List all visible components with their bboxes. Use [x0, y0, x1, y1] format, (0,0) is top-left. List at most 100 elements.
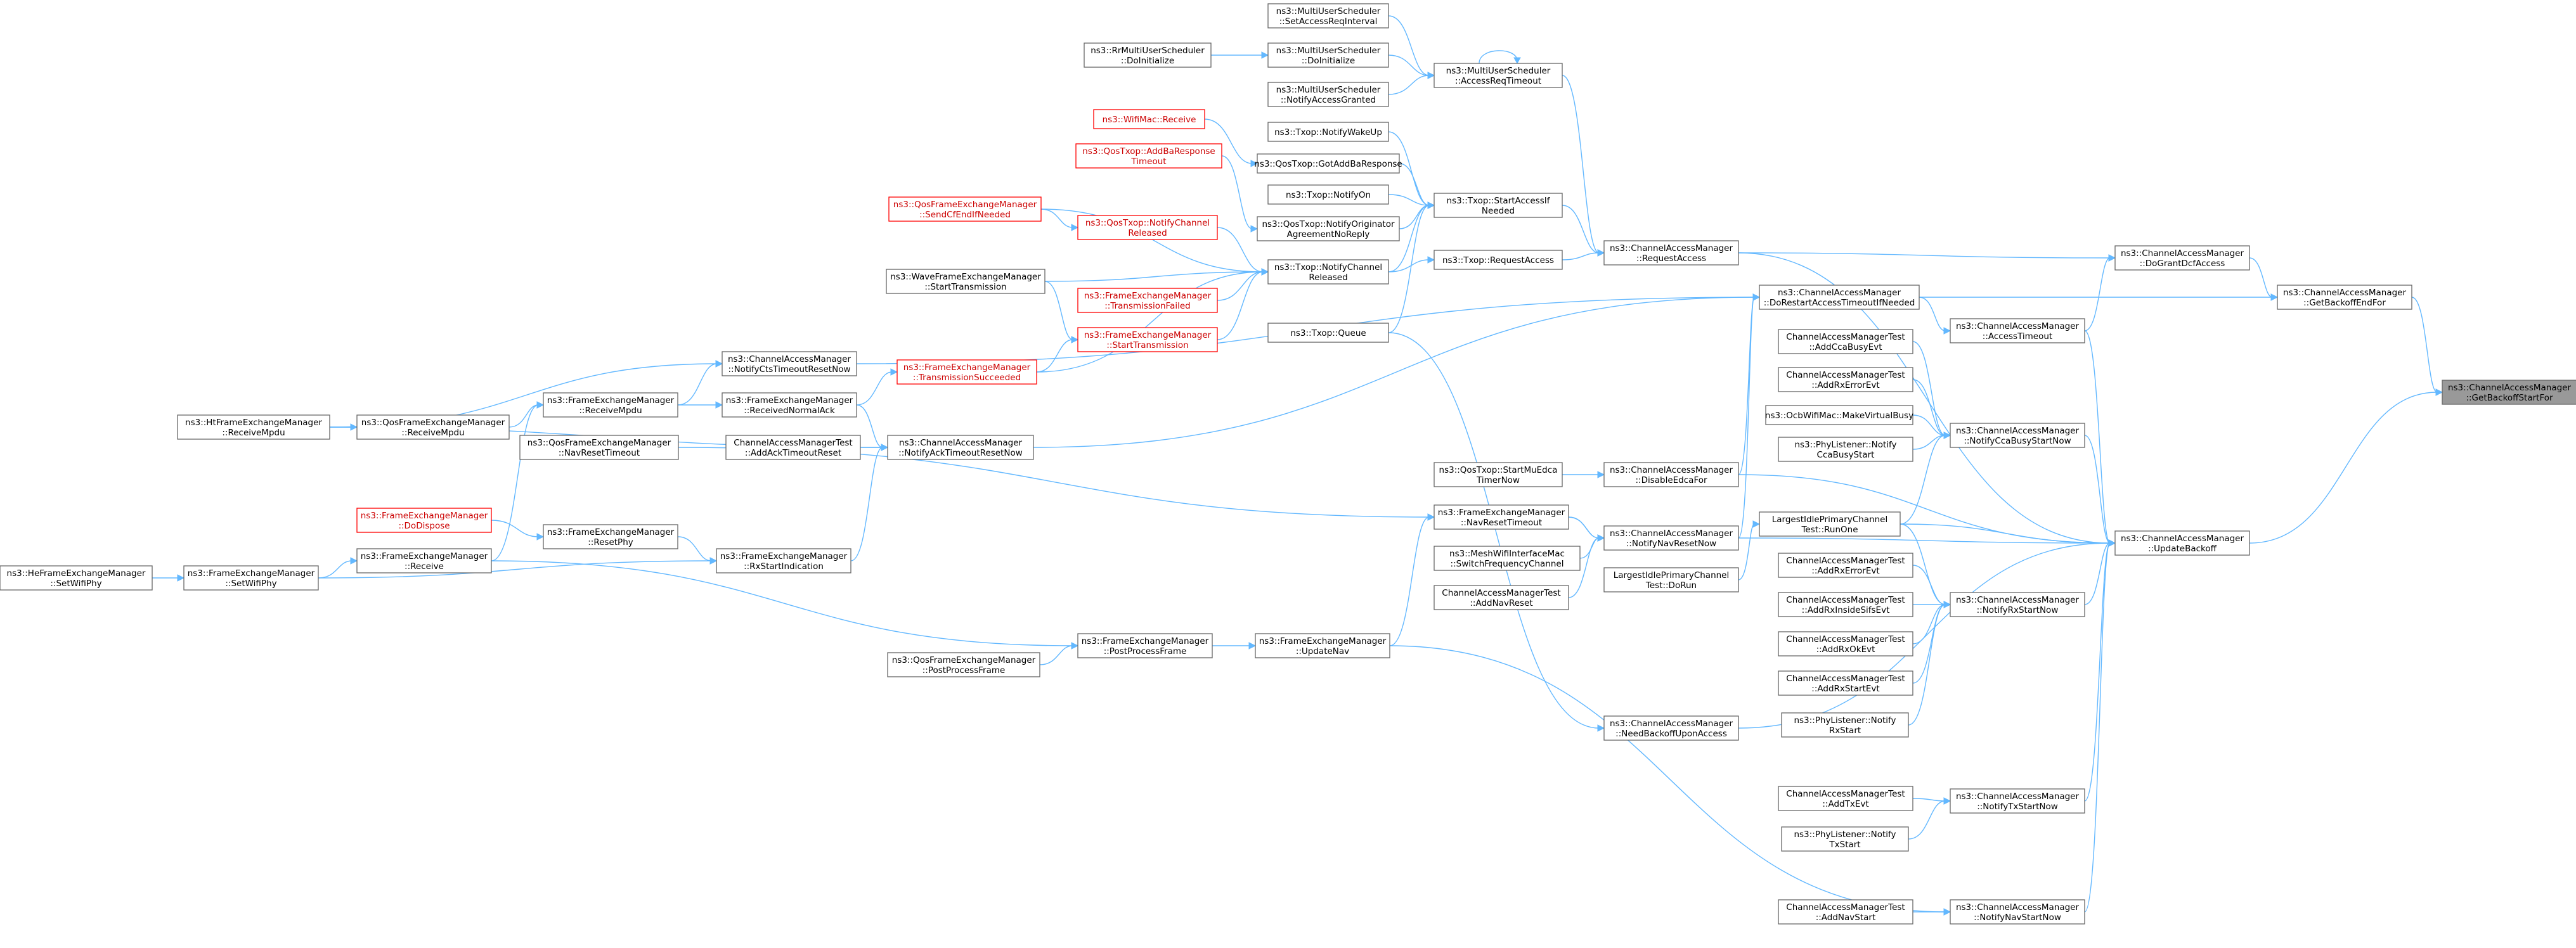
node-fem-reset-phy[interactable]: ns3::FrameExchangeManager::ResetPhy	[543, 524, 678, 549]
node-access-req-timeout[interactable]: ns3::MultiUserScheduler::AccessReqTimeou…	[1434, 63, 1563, 88]
node-phy-rx-start[interactable]: ns3::PhyListener::NotifyRxStart	[1781, 712, 1909, 738]
node-request-access-cam[interactable]: ns3::ChannelAccessManager::RequestAccess	[1603, 240, 1739, 266]
node-txop-request-access[interactable]: ns3::Txop::RequestAccess	[1434, 250, 1563, 270]
node-phy-cca-busy-start[interactable]: ns3::PhyListener::NotifyCcaBusyStart	[1778, 437, 1913, 462]
call-edge	[508, 404, 539, 428]
node-notify-on[interactable]: ns3::Txop::NotifyOn	[1267, 184, 1389, 205]
node-add-rx-error-evt-cca[interactable]: ChannelAccessManagerTest::AddRxErrorEvt	[1778, 367, 1913, 392]
edge-arrowhead	[1597, 534, 1605, 542]
node-need-backoff[interactable]: ns3::ChannelAccessManager::NeedBackoffUp…	[1603, 715, 1739, 741]
node-phy-tx-start[interactable]: ns3::PhyListener::NotifyTxStart	[1781, 826, 1909, 852]
node-fem-nav-reset-timeout[interactable]: ns3::FrameExchangeManager::NavResetTimeo…	[1434, 504, 1569, 530]
node-add-rx-ok-evt[interactable]: ChannelAccessManagerTest::AddRxOkEvt	[1778, 631, 1913, 657]
edge-arrowhead	[709, 557, 718, 565]
edge-arrowhead	[1261, 268, 1269, 276]
node-notify-ack-timeout-reset-now[interactable]: ns3::ChannelAccessManager::NotifyAckTime…	[887, 435, 1034, 460]
node-do-grant-dcf-access[interactable]: ns3::ChannelAccessManager::DoGrantDcfAcc…	[2114, 245, 2250, 271]
node-mu-do-initialize[interactable]: ns3::MultiUserScheduler::DoInitialize	[1267, 42, 1389, 68]
node-label-line: ns3::HtFrameExchangeManager	[185, 418, 322, 428]
node-make-virtual-busy[interactable]: ns3::OcbWifiMac::MakeVirtualBusy	[1765, 405, 1913, 425]
node-fem-start-transmission[interactable]: ns3::FrameExchangeManager::StartTransmis…	[1077, 327, 1218, 352]
node-qos-send-cf-end[interactable]: ns3::QosFrameExchangeManager::SendCfEndI…	[888, 196, 1042, 222]
call-edge	[1388, 205, 1430, 272]
node-qos-nav-reset-timeout[interactable]: ns3::QosFrameExchangeManager::NavResetTi…	[519, 435, 679, 460]
node-notify-tx-start-now[interactable]: ns3::ChannelAccessManager::NotifyTxStart…	[1950, 788, 2085, 814]
node-add-rx-inside-sifs-evt[interactable]: ChannelAccessManagerTest::AddRxInsideSif…	[1778, 592, 1913, 617]
node-get-backoff-end-for[interactable]: ns3::ChannelAccessManager::GetBackoffEnd…	[2277, 285, 2412, 310]
node-label-line: ChannelAccessManagerTest	[1442, 588, 1560, 598]
call-edge	[2249, 392, 2438, 544]
node-ht-receive-mpdu[interactable]: ns3::HtFrameExchangeManager::ReceiveMpdu	[177, 414, 330, 440]
call-edge	[1908, 800, 1946, 840]
edge-arrowhead	[1071, 224, 1079, 231]
node-notify-rx-start-now[interactable]: ns3::ChannelAccessManager::NotifyRxStart…	[1950, 592, 2085, 617]
node-add-nav-start[interactable]: ChannelAccessManagerTest::AddNavStart	[1778, 899, 1913, 925]
node-label-line: ::TransmissionSucceeded	[913, 373, 1021, 383]
node-box	[722, 392, 857, 418]
node-add-rx-error-evt-rx[interactable]: ChannelAccessManagerTest::AddRxErrorEvt	[1778, 553, 1913, 578]
node-label-line: ns3::ChannelAccessManager	[1610, 465, 1733, 475]
node-qos-post-process-frame[interactable]: ns3::QosFrameExchangeManager::PostProces…	[887, 652, 1040, 677]
node-box	[1257, 216, 1400, 241]
node-set-access-req-interval[interactable]: ns3::MultiUserScheduler::SetAccessReqInt…	[1267, 3, 1389, 29]
node-do-restart[interactable]: ns3::ChannelAccessManager::DoRestartAcce…	[1759, 285, 1920, 310]
node-he-set-wifi-phy[interactable]: ns3::HeFrameExchangeManager::SetWifiPhy	[0, 565, 153, 591]
node-notify-nav-start-now[interactable]: ns3::ChannelAccessManager::NotifyNavStar…	[1950, 899, 2085, 925]
node-fem-set-wifi-phy[interactable]: ns3::FrameExchangeManager::SetWifiPhy	[183, 565, 319, 591]
node-notify-originator[interactable]: ns3::QosTxop::NotifyOriginatorAgreementN…	[1257, 216, 1400, 241]
node-fem-do-dispose[interactable]: ns3::FrameExchangeManager::DoDispose	[356, 508, 492, 533]
node-root[interactable]: ns3::ChannelAccessManager::GetBackoffSta…	[2442, 380, 2576, 405]
node-notify-cts-timeout-reset-now[interactable]: ns3::ChannelAccessManager::NotifyCtsTime…	[722, 351, 857, 376]
call-edge	[1738, 252, 2111, 259]
node-label-line: ::DoGrantDcfAccess	[2140, 259, 2225, 269]
node-notify-access-granted[interactable]: ns3::MultiUserScheduler::NotifyAccessGra…	[1267, 82, 1389, 107]
node-add-tx-evt[interactable]: ChannelAccessManagerTest::AddTxEvt	[1778, 786, 1913, 811]
node-add-cca-busy-evt[interactable]: ChannelAccessManagerTest::AddCcaBusyEvt	[1778, 329, 1913, 354]
node-notify-wake-up[interactable]: ns3::Txop::NotifyWakeUp	[1267, 122, 1389, 142]
node-notify-cca-busy-start-now[interactable]: ns3::ChannelAccessManager::NotifyCcaBusy…	[1950, 423, 2085, 448]
node-label-line: ns3::MultiUserScheduler	[1276, 6, 1381, 16]
node-qos-receive-mpdu[interactable]: ns3::QosFrameExchangeManager::ReceiveMpd…	[356, 414, 510, 440]
node-txop-queue[interactable]: ns3::Txop::Queue	[1267, 323, 1389, 343]
edge-arrowhead	[1427, 72, 1435, 79]
node-wifi-mac-receive[interactable]: ns3::WifiMac::Receive	[1093, 109, 1205, 129]
node-add-ack-timeout-reset[interactable]: ChannelAccessManagerTest::AddAckTimeoutR…	[725, 435, 861, 460]
node-label-line: CcaBusyStart	[1817, 450, 1875, 460]
node-wave-start-transmission[interactable]: ns3::WaveFrameExchangeManager::StartTran…	[886, 269, 1045, 294]
node-fem-post-process-frame[interactable]: ns3::FrameExchangeManager::PostProcessFr…	[1077, 633, 1213, 658]
call-edge	[1738, 297, 1755, 539]
edge-arrowhead	[1752, 293, 1761, 301]
node-fem-receive-mpdu[interactable]: ns3::FrameExchangeManager::ReceiveMpdu	[543, 392, 678, 418]
node-transmission-failed[interactable]: ns3::FrameExchangeManager::TransmissionF…	[1077, 288, 1218, 313]
node-fem-update-nav[interactable]: ns3::FrameExchangeManager::UpdateNav	[1255, 633, 1390, 658]
node-box	[722, 351, 857, 376]
node-transmission-succeeded[interactable]: ns3::FrameExchangeManager::TransmissionS…	[896, 359, 1037, 385]
node-update-backoff[interactable]: ns3::ChannelAccessManager::UpdateBackoff	[2114, 530, 2250, 556]
node-rx-start-indication[interactable]: ns3::FrameExchangeManager::RxStartIndica…	[716, 548, 851, 573]
node-disable-edca-for[interactable]: ns3::ChannelAccessManager::DisableEdcaFo…	[1603, 462, 1739, 487]
node-mesh-switch[interactable]: ns3::MeshWifiInterfaceMac::SwitchFrequen…	[1434, 546, 1581, 571]
node-box	[1778, 367, 1913, 392]
node-rr-do-initialize[interactable]: ns3::RrMultiUserScheduler::DoInitialize	[1084, 42, 1212, 68]
node-add-rx-start-evt[interactable]: ChannelAccessManagerTest::AddRxStartEvt	[1778, 670, 1913, 696]
node-got-add-ba-response[interactable]: ns3::QosTxop::GotAddBaResponse	[1254, 153, 1402, 174]
node-notify-nav-reset-now[interactable]: ns3::ChannelAccessManager::NotifyNavRese…	[1603, 525, 1739, 551]
node-box	[725, 435, 861, 460]
node-label-line: ns3::FrameExchangeManager	[1259, 636, 1387, 646]
node-add-nav-reset[interactable]: ChannelAccessManagerTest::AddNavReset	[1434, 585, 1569, 610]
call-edge	[2084, 257, 2111, 331]
call-edge	[1036, 271, 1264, 373]
node-fem-receive[interactable]: ns3::FrameExchangeManager::Receive	[356, 548, 492, 573]
node-access-timeout[interactable]: ns3::ChannelAccessManager::AccessTimeout	[1950, 318, 2085, 343]
node-label-line: ChannelAccessManagerTest	[1786, 674, 1905, 684]
node-label-line: ns3::Txop::RequestAccess	[1442, 255, 1554, 266]
node-received-normal-ack[interactable]: ns3::FrameExchangeManager::ReceivedNorma…	[722, 392, 857, 418]
